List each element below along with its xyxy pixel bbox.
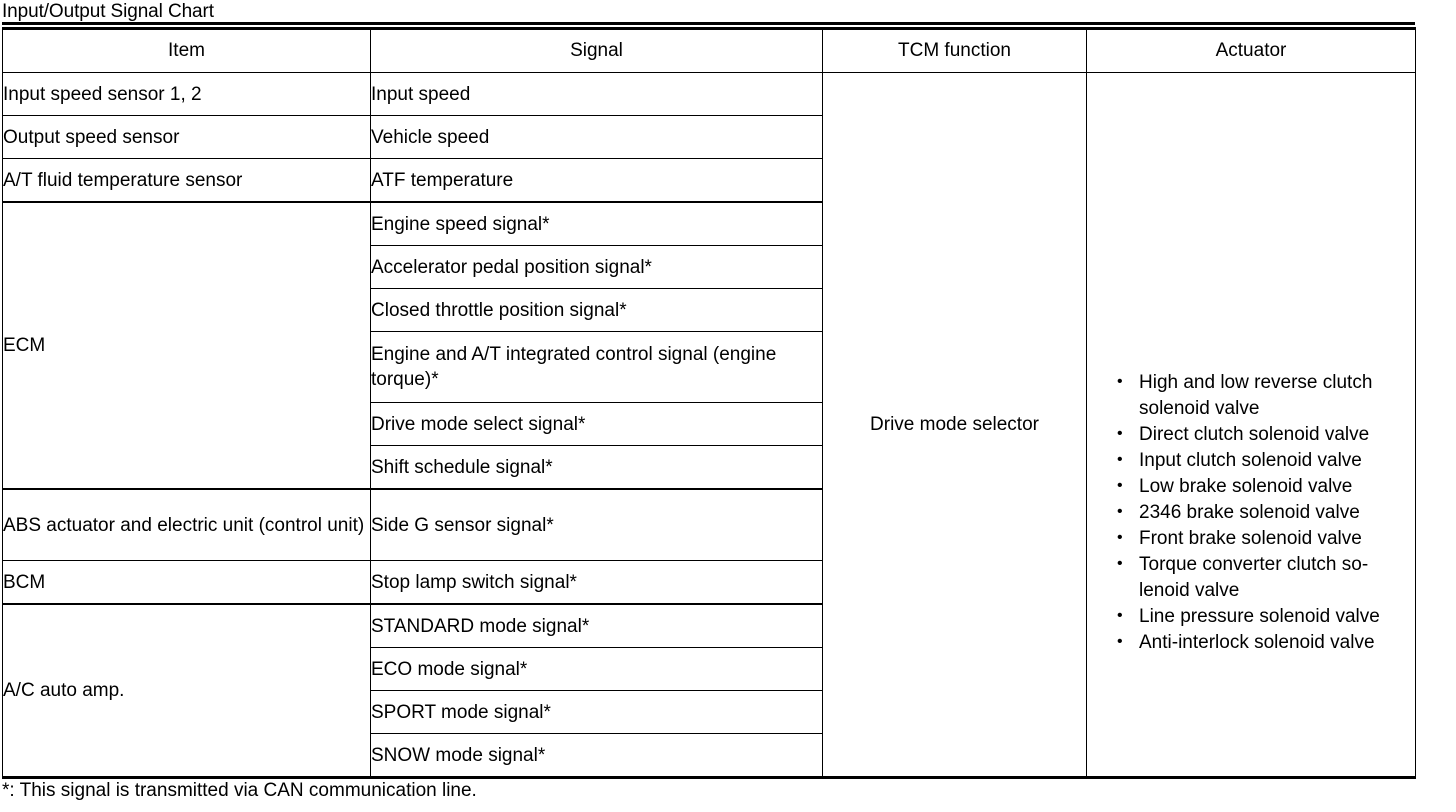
signal-side-g-sensor: Side G sensor signal*: [370, 488, 823, 561]
list-item: Line pressure solenoid valve: [1117, 603, 1407, 630]
footnote-can-communication: *: This signal is transmitted via CAN co…: [2, 780, 477, 801]
signal-shift-schedule: Shift schedule signal*: [370, 445, 823, 490]
item-ac-auto-amp: A/C auto amp.: [2, 603, 371, 778]
list-item: Low brake solenoid valve: [1117, 473, 1407, 500]
tcm-function-value: Drive mode selector: [822, 72, 1087, 778]
table-row: Drive mode select signal*: [3, 402, 1416, 446]
column-header-tcm-function: TCM function: [822, 28, 1087, 73]
item-output-speed-sensor: Output speed sensor: [2, 115, 371, 159]
table-row: Engine and A/T integrated control signal…: [3, 331, 1416, 403]
table-header-row: Item Signal TCM function Actuator: [2, 28, 1416, 73]
item-input-speed-sensor: Input speed sensor 1, 2: [2, 72, 371, 116]
item-abs-actuator-electric-unit: ABS actuator and electric unit (control …: [2, 488, 371, 561]
list-item: Input clutch solenoid valve: [1117, 447, 1407, 474]
list-item: High and low reverse clutch solenoid val…: [1117, 369, 1407, 422]
signal-sport-mode: SPORT mode signal*: [370, 690, 823, 734]
signal-accelerator-pedal-position: Accelerator pedal position signal*: [370, 245, 823, 289]
page-title: Input/Output Signal Chart: [2, 1, 214, 22]
table-row: A/T fluid temperature sensor ATF tempera…: [2, 158, 1416, 203]
list-item: 2346 brake solenoid valve: [1117, 499, 1407, 526]
table-row: ABS actuator and electric unit (control …: [2, 488, 1416, 561]
column-header-actuator: Actuator: [1086, 28, 1416, 73]
table-row: Closed throttle position signal*: [3, 288, 1416, 332]
table-row: ECM Engine speed signal*: [2, 201, 1416, 490]
table-row: BCM Stop lamp switch signal*: [2, 560, 1416, 605]
column-header-signal: Signal: [370, 28, 823, 73]
signal-eco-mode: ECO mode signal*: [370, 647, 823, 691]
signal-closed-throttle-position: Closed throttle position signal*: [370, 288, 823, 332]
signal-engine-at-integrated-control: Engine and A/T integrated control signal…: [370, 331, 823, 403]
table-row: Output speed sensor Vehicle speed: [2, 115, 1416, 159]
item-at-fluid-temperature-sensor: A/T fluid temperature sensor: [2, 158, 371, 203]
signal-drive-mode-select: Drive mode select signal*: [370, 402, 823, 446]
signal-vehicle-speed: Vehicle speed: [370, 115, 823, 159]
signal-atf-temperature: ATF temperature: [370, 158, 823, 203]
signal-snow-mode: SNOW mode signal*: [370, 733, 823, 778]
signal-engine-speed: Engine speed signal*: [370, 201, 823, 246]
list-item: Front brake solenoid valve: [1117, 525, 1407, 552]
list-item: Direct clutch solenoid valve: [1117, 421, 1407, 448]
table-row: SPORT mode signal*: [3, 690, 1416, 734]
list-item: Torque converter clutch so-lenoid valve: [1117, 551, 1407, 604]
signal-standard-mode: STANDARD mode signal*: [370, 603, 823, 648]
table-row: Shift schedule signal*: [3, 445, 1416, 490]
input-output-signal-table: Item Signal TCM function Actuator Input …: [2, 27, 1416, 779]
table-row: SNOW mode signal*: [3, 733, 1416, 778]
column-header-item: Item: [2, 28, 371, 73]
item-bcm: BCM: [2, 560, 371, 605]
table-row: A/C auto amp. STANDARD mode signal*: [2, 603, 1416, 778]
list-item: Anti-interlock solenoid valve: [1117, 629, 1407, 656]
signal-stop-lamp-switch: Stop lamp switch signal*: [370, 560, 823, 605]
table-row: Input speed sensor 1, 2 Input speed Driv…: [2, 72, 1416, 778]
signal-input-speed: Input speed: [370, 72, 823, 116]
actuator-bullet-list: High and low reverse clutch solenoid val…: [1087, 194, 1415, 656]
table-row: Accelerator pedal position signal*: [3, 245, 1416, 289]
item-ecm: ECM: [2, 201, 371, 490]
actuator-list-cell: High and low reverse clutch solenoid val…: [1086, 72, 1416, 778]
title-underline: [2, 22, 1415, 25]
